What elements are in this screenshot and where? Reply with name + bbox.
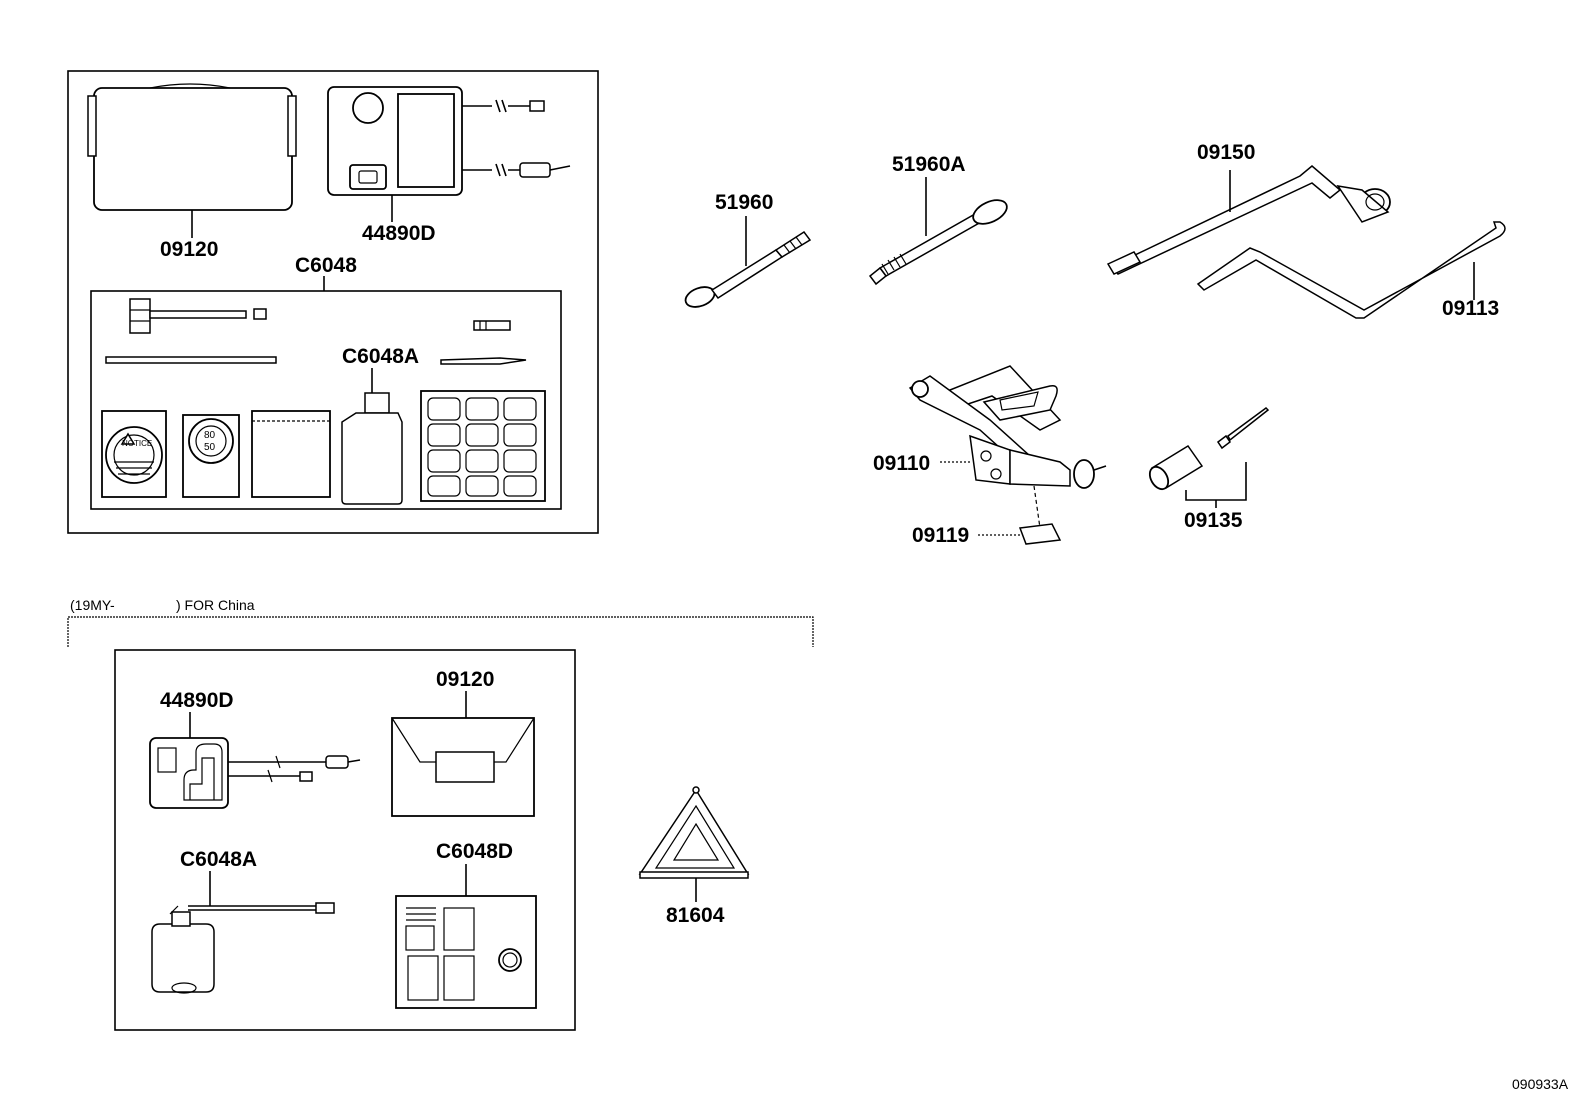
label-china-c6048d: C6048D [436, 840, 513, 863]
label-china-44890d: 44890D [160, 689, 234, 712]
label-09113: 09113 [1442, 297, 1499, 320]
label-09110: 09110 [873, 452, 930, 475]
label-c6048: C6048 [295, 254, 357, 277]
compressor-44890d [327, 86, 571, 222]
label-china-c6048a: C6048A [180, 848, 257, 871]
label-09135: 09135 [1184, 509, 1243, 532]
socket-set-09135 [1148, 407, 1270, 508]
sealant-bottle-china-c6048a [151, 902, 335, 994]
sealant-kit-box-c6048 [90, 290, 562, 510]
speed-80: 80 [204, 430, 216, 441]
label-44890d: 44890D [362, 222, 436, 245]
sealant-kit-items: NOTICE 80 50 [101, 298, 546, 505]
storage-bag-09120 [87, 83, 297, 238]
compressor-china-44890d [149, 737, 361, 809]
speed-50: 50 [204, 442, 216, 453]
notice-text: NOTICE [122, 439, 152, 448]
label-09119: 09119 [912, 524, 969, 547]
label-c6048a: C6048A [342, 345, 419, 368]
label-set-china-c6048d [395, 895, 537, 1009]
china-note-left: (19MY- [70, 597, 115, 613]
warning-triangle-81604 [638, 786, 750, 902]
plate-09119 [1018, 523, 1062, 545]
bag-china-09120 [391, 717, 535, 817]
label-51960a: 51960A [892, 153, 966, 176]
diagram-code: 090933A [1512, 1076, 1569, 1092]
tire-repair-kit-box [67, 70, 599, 534]
china-kit-box [114, 649, 576, 1031]
label-china-09120: 09120 [436, 668, 494, 691]
label-09120: 09120 [160, 238, 218, 261]
label-51960: 51960 [715, 191, 773, 214]
label-09150: 09150 [1197, 141, 1255, 164]
hook-51960 [684, 216, 812, 308]
wheel-wrench-09150 [1106, 165, 1391, 275]
hook-51960a [868, 177, 1008, 286]
china-note-right: ) FOR China [176, 597, 255, 613]
jack-09110 [908, 365, 1107, 529]
jack-handle-09113 [1196, 221, 1506, 319]
label-81604: 81604 [666, 904, 725, 927]
